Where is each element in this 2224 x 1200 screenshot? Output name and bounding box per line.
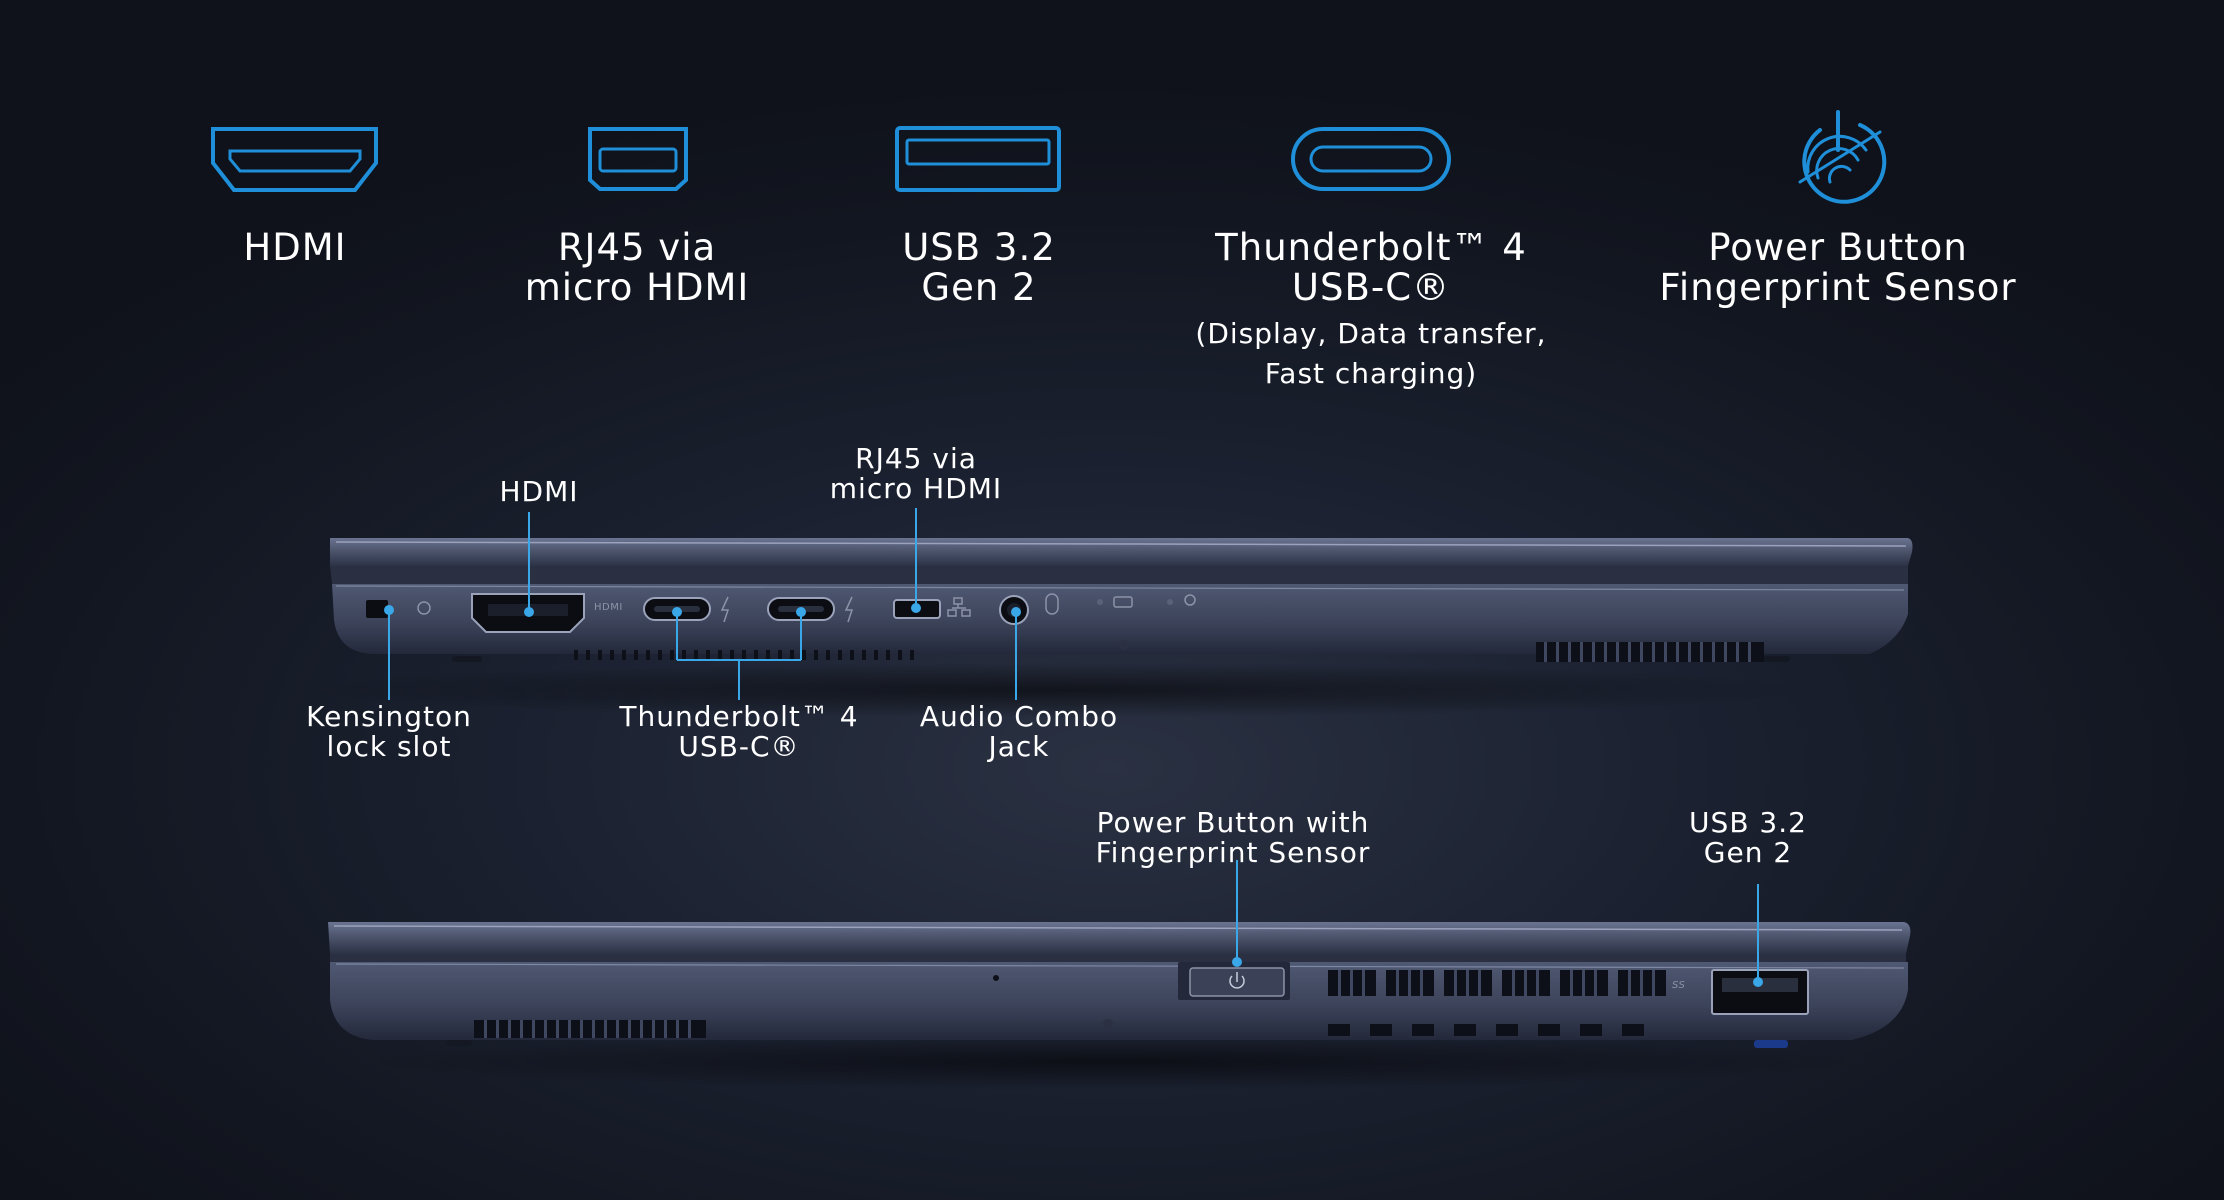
feature-label: HDMI (243, 226, 347, 269)
usb-c-port-icon (1291, 127, 1451, 191)
micro-hdmi-port-icon (588, 127, 688, 191)
hdmi-port-icon (211, 127, 378, 192)
kensington-slot (366, 600, 388, 618)
callout-power-button: Power Button with Fingerprint Sensor (1095, 806, 1371, 869)
callout-thunderbolt: Thunderbolt™ 4 USB-C® (619, 700, 859, 763)
callout-audio: Audio Combo Jack (919, 700, 1119, 763)
feature-label: Power Button Fingerprint Sensor (1659, 226, 2017, 309)
feature-sublabel: (Display, Data transfer, Fast charging) (1195, 317, 1547, 390)
callout-rj45: RJ45 via micro HDMI (829, 442, 1003, 505)
callout-leaders (384, 508, 1763, 987)
hdmi-port-printing: HDMI (594, 602, 623, 613)
laptop-right-side (328, 922, 1911, 1090)
superspeed-printing: SS (1672, 980, 1686, 991)
callout-usb: USB 3.2 Gen 2 (1689, 806, 1807, 869)
callout-kensington: Kensington lock slot (306, 700, 472, 763)
callout-hdmi: HDMI (499, 475, 579, 508)
feature-label: Thunderbolt™ 4 USB-C® (1215, 226, 1527, 309)
laptop-left-side (300, 538, 1913, 718)
usb-a-port-icon (895, 126, 1061, 192)
fingerprint-power-icon (1798, 110, 1887, 204)
feature-label: RJ45 via micro HDMI (524, 226, 750, 309)
feature-label: USB 3.2 Gen 2 (902, 226, 1056, 309)
